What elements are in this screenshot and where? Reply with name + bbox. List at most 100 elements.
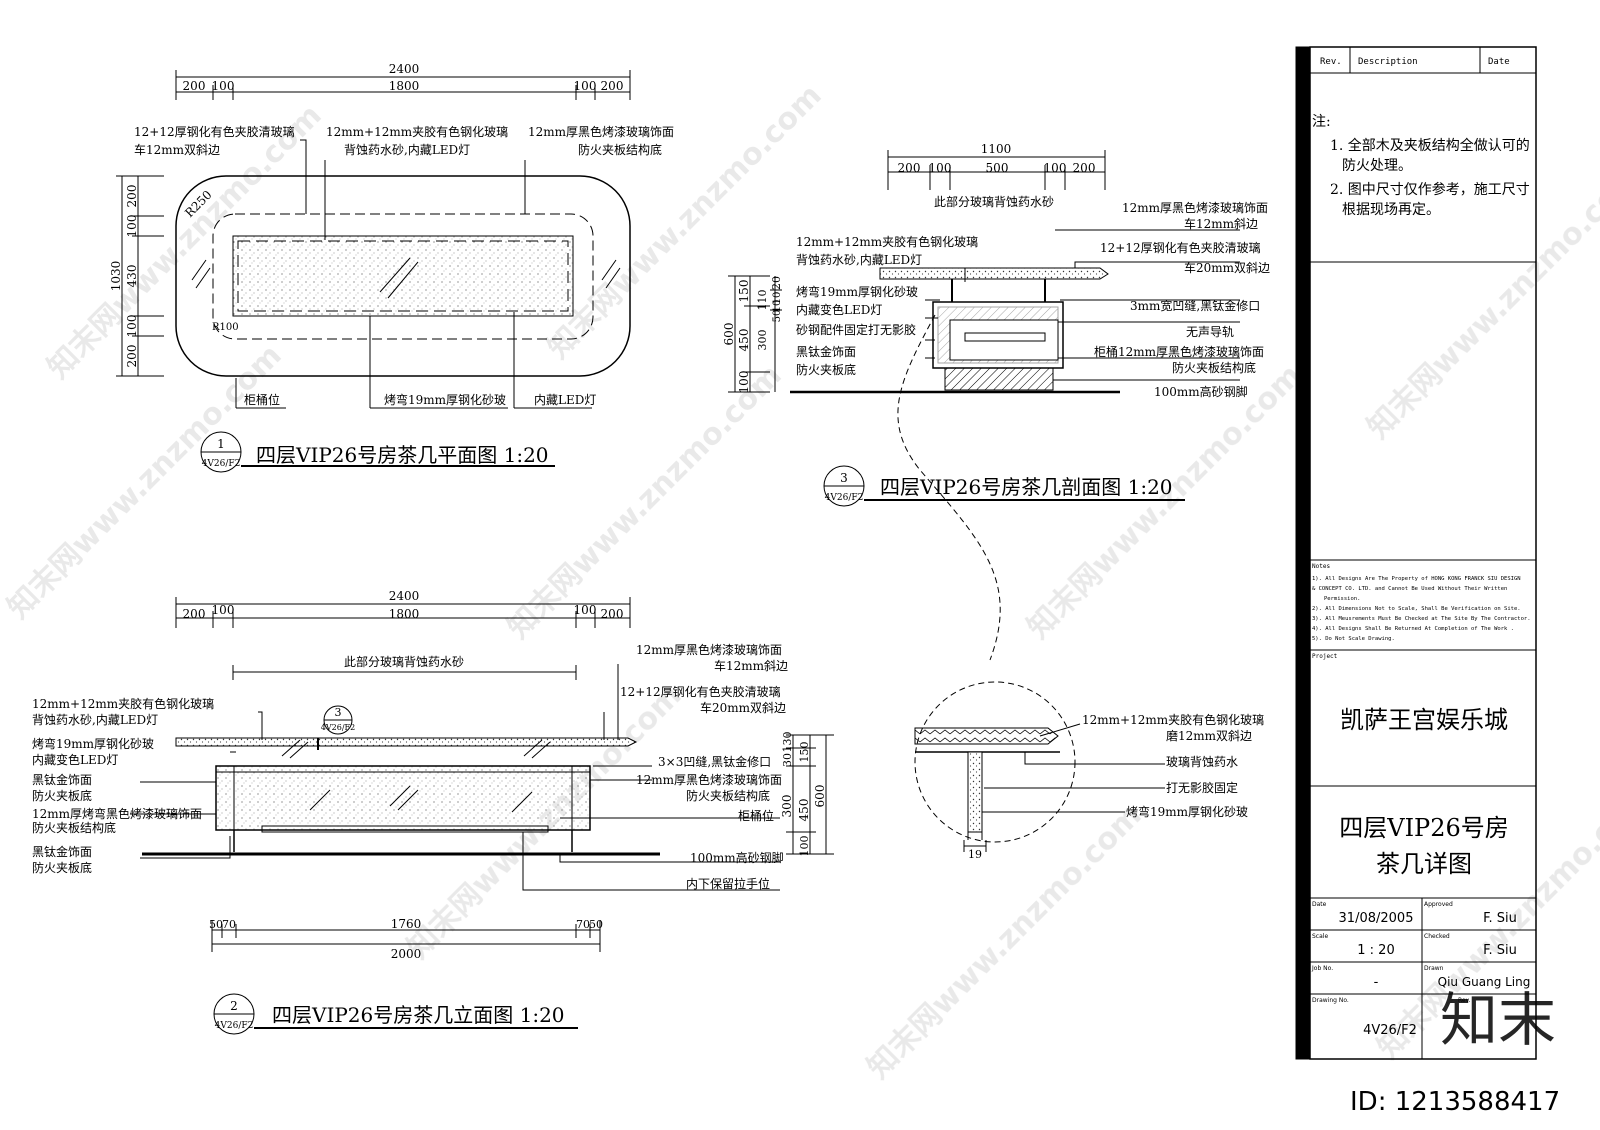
- plan-labels: 2400 200 100 1800 100 200 1030 200 100 4…: [109, 62, 674, 469]
- note-text: 12+12厚钢化有色夹胶清玻璃: [1100, 240, 1261, 255]
- tag-number: 2: [230, 999, 238, 1013]
- watermark-logo: 知末 ID: 1213588417: [1350, 986, 1560, 1117]
- note-text: 12mm+12mm夹胶有色钢化玻璃: [796, 234, 978, 249]
- note-text: 背蚀药水砂,内藏LED灯: [344, 143, 470, 157]
- note-text: 无声导轨: [1186, 325, 1234, 339]
- watermark-text: 知末网www.znzmo.com: [541, 78, 829, 366]
- plan-view: [116, 70, 631, 473]
- note-text: 砂钢配件固定打无影胶: [796, 322, 916, 337]
- note-text: 磨12mm双斜边: [1166, 729, 1252, 743]
- dim-label: 200: [601, 607, 624, 621]
- note-text: 12mm厚黑色烤漆玻璃饰面: [636, 642, 782, 657]
- note-text: 100mm高砂钢脚: [690, 850, 784, 865]
- field-value: 4V26/F2: [1363, 1023, 1417, 1038]
- dim-label: 200: [125, 345, 139, 368]
- field-value: F. Siu: [1483, 943, 1517, 958]
- note-text: 12mm+12mm夹胶有色钢化玻璃: [32, 696, 214, 711]
- field-value: -: [1374, 975, 1379, 990]
- note-text: 背蚀药水砂,内藏LED灯: [796, 253, 922, 267]
- field-label: Job No.: [1311, 965, 1333, 972]
- note-text: 玻璃背蚀药水: [1166, 755, 1238, 769]
- dim-label: 100: [212, 603, 235, 617]
- dim-label: 100: [929, 161, 952, 175]
- note-text: 车12mm斜边: [1184, 216, 1258, 231]
- dim-label: 100: [574, 79, 597, 93]
- section-labels: 1100 200 100 500 100 200 600 150 450 100…: [722, 142, 1270, 503]
- detail-labels: 12mm+12mm夹胶有色钢化玻璃 磨12mm双斜边 玻璃背蚀药水 打无影胶固定…: [968, 712, 1264, 861]
- field-label: Checked: [1424, 933, 1450, 940]
- note-text: 内下保留拉手位: [686, 876, 770, 891]
- dim-label: 450: [737, 329, 751, 352]
- dim-label: 10: [772, 300, 783, 313]
- note-text: 内藏变色LED灯: [32, 752, 118, 767]
- note-text: 防火夹板结构底: [32, 820, 116, 835]
- dim-label: 100: [737, 371, 751, 394]
- dim-label: 500: [986, 161, 1009, 175]
- rev-header: Rev.: [1320, 57, 1342, 67]
- note-text: 12mm厚烤弯黑色烤漆玻璃饰面: [32, 806, 202, 821]
- elevation-view: [130, 597, 834, 1035]
- section-view: [728, 150, 1240, 661]
- note-text: 3mm宽凹缝,黑钛金修口: [1130, 298, 1260, 313]
- fine-title: Notes: [1312, 563, 1330, 570]
- dim-label: 1800: [389, 607, 420, 621]
- rev-header: Date: [1488, 57, 1510, 67]
- dim-label: 600: [722, 323, 736, 346]
- dim-label: 19: [968, 848, 982, 861]
- dim-label: 2000: [391, 947, 422, 961]
- note-text: 内藏变色LED灯: [796, 302, 882, 317]
- tag-number: 3: [840, 471, 848, 485]
- radius-label: R100: [212, 322, 239, 333]
- note-text: 打无影胶固定: [1166, 780, 1238, 795]
- fine-note: 5). Do Not Scale Drawing.: [1312, 636, 1395, 642]
- field-label: Date: [1312, 901, 1327, 908]
- note-text: 车12mm斜边: [714, 658, 788, 673]
- field-label: Approved: [1424, 901, 1453, 908]
- note-text: 烤弯19mm厚钢化砂玻: [796, 284, 918, 299]
- dim-label: 2400: [389, 62, 420, 76]
- note-text: 12mm+12mm夹胶有色钢化玻璃: [326, 124, 508, 139]
- dim-label: 50: [209, 918, 223, 931]
- note-line: 根据现场再定。: [1342, 202, 1440, 218]
- dim-label: 100: [125, 315, 139, 338]
- note-text: 柜桶12mm厚黑色烤漆玻璃饰面: [1094, 344, 1264, 359]
- view-title: 四层VIP26号房茶几立面图 1:20: [272, 1003, 565, 1027]
- dim-label: 50: [589, 918, 603, 931]
- fine-note: 3). All Meusrements Must Be Checked at T…: [1312, 616, 1531, 622]
- field-label: Scale: [1312, 933, 1328, 940]
- note-line: 1. 全部木及夹板结构全做认可的: [1330, 137, 1530, 154]
- dim-label: 10: [772, 292, 783, 305]
- dim-label: 600: [813, 785, 827, 808]
- dim-label: 450: [797, 799, 811, 822]
- dim-label: 2400: [389, 589, 420, 603]
- fine-note: & CONCEPT CO. LTD. and Cannot Be Used Wi…: [1312, 586, 1507, 592]
- note-text: 12+12厚钢化有色夹胶清玻璃: [134, 124, 295, 139]
- note-text: 100mm高砂钢脚: [1154, 384, 1248, 399]
- note-text: 此部分玻璃背蚀药水砂: [344, 654, 464, 669]
- note-line: 防火处理。: [1342, 158, 1412, 174]
- tag-ref: 4V26/F2: [202, 459, 241, 469]
- note-line: 2. 图中尺寸仅作参考，施工尺寸: [1330, 181, 1530, 198]
- note-text: 防火夹板底: [32, 860, 92, 875]
- note-text: 3×3凹缝,黑钛金修口: [658, 754, 771, 769]
- title-block-labels: Rev. Description Date 注: 1. 全部木及夹板结构全做认可…: [1311, 57, 1531, 1038]
- dim-label: 200: [601, 79, 624, 93]
- fine-note: Permission.: [1324, 596, 1360, 602]
- dim-label: 100: [125, 215, 139, 238]
- note-text: 车12mm双斜边: [134, 142, 220, 157]
- dim-label: 50: [772, 310, 783, 323]
- dim-label: 100: [798, 836, 811, 857]
- logo-text: 知末: [1440, 986, 1556, 1054]
- field-label: Drawn: [1424, 965, 1444, 972]
- dim-label: 200: [125, 185, 139, 208]
- note-text: 防火夹板结构底: [578, 142, 662, 157]
- field-label: Rev.: [1458, 997, 1471, 1004]
- dim-label: 100: [574, 603, 597, 617]
- fine-note: 4). All Designs Shall Be Returned At Com…: [1312, 626, 1514, 632]
- dim-label: 30: [781, 753, 794, 767]
- field-label: Project: [1312, 653, 1338, 660]
- drawing-title: 茶几详图: [1376, 850, 1472, 878]
- dim-label: 300: [780, 795, 794, 818]
- tag-number: 1: [217, 437, 225, 451]
